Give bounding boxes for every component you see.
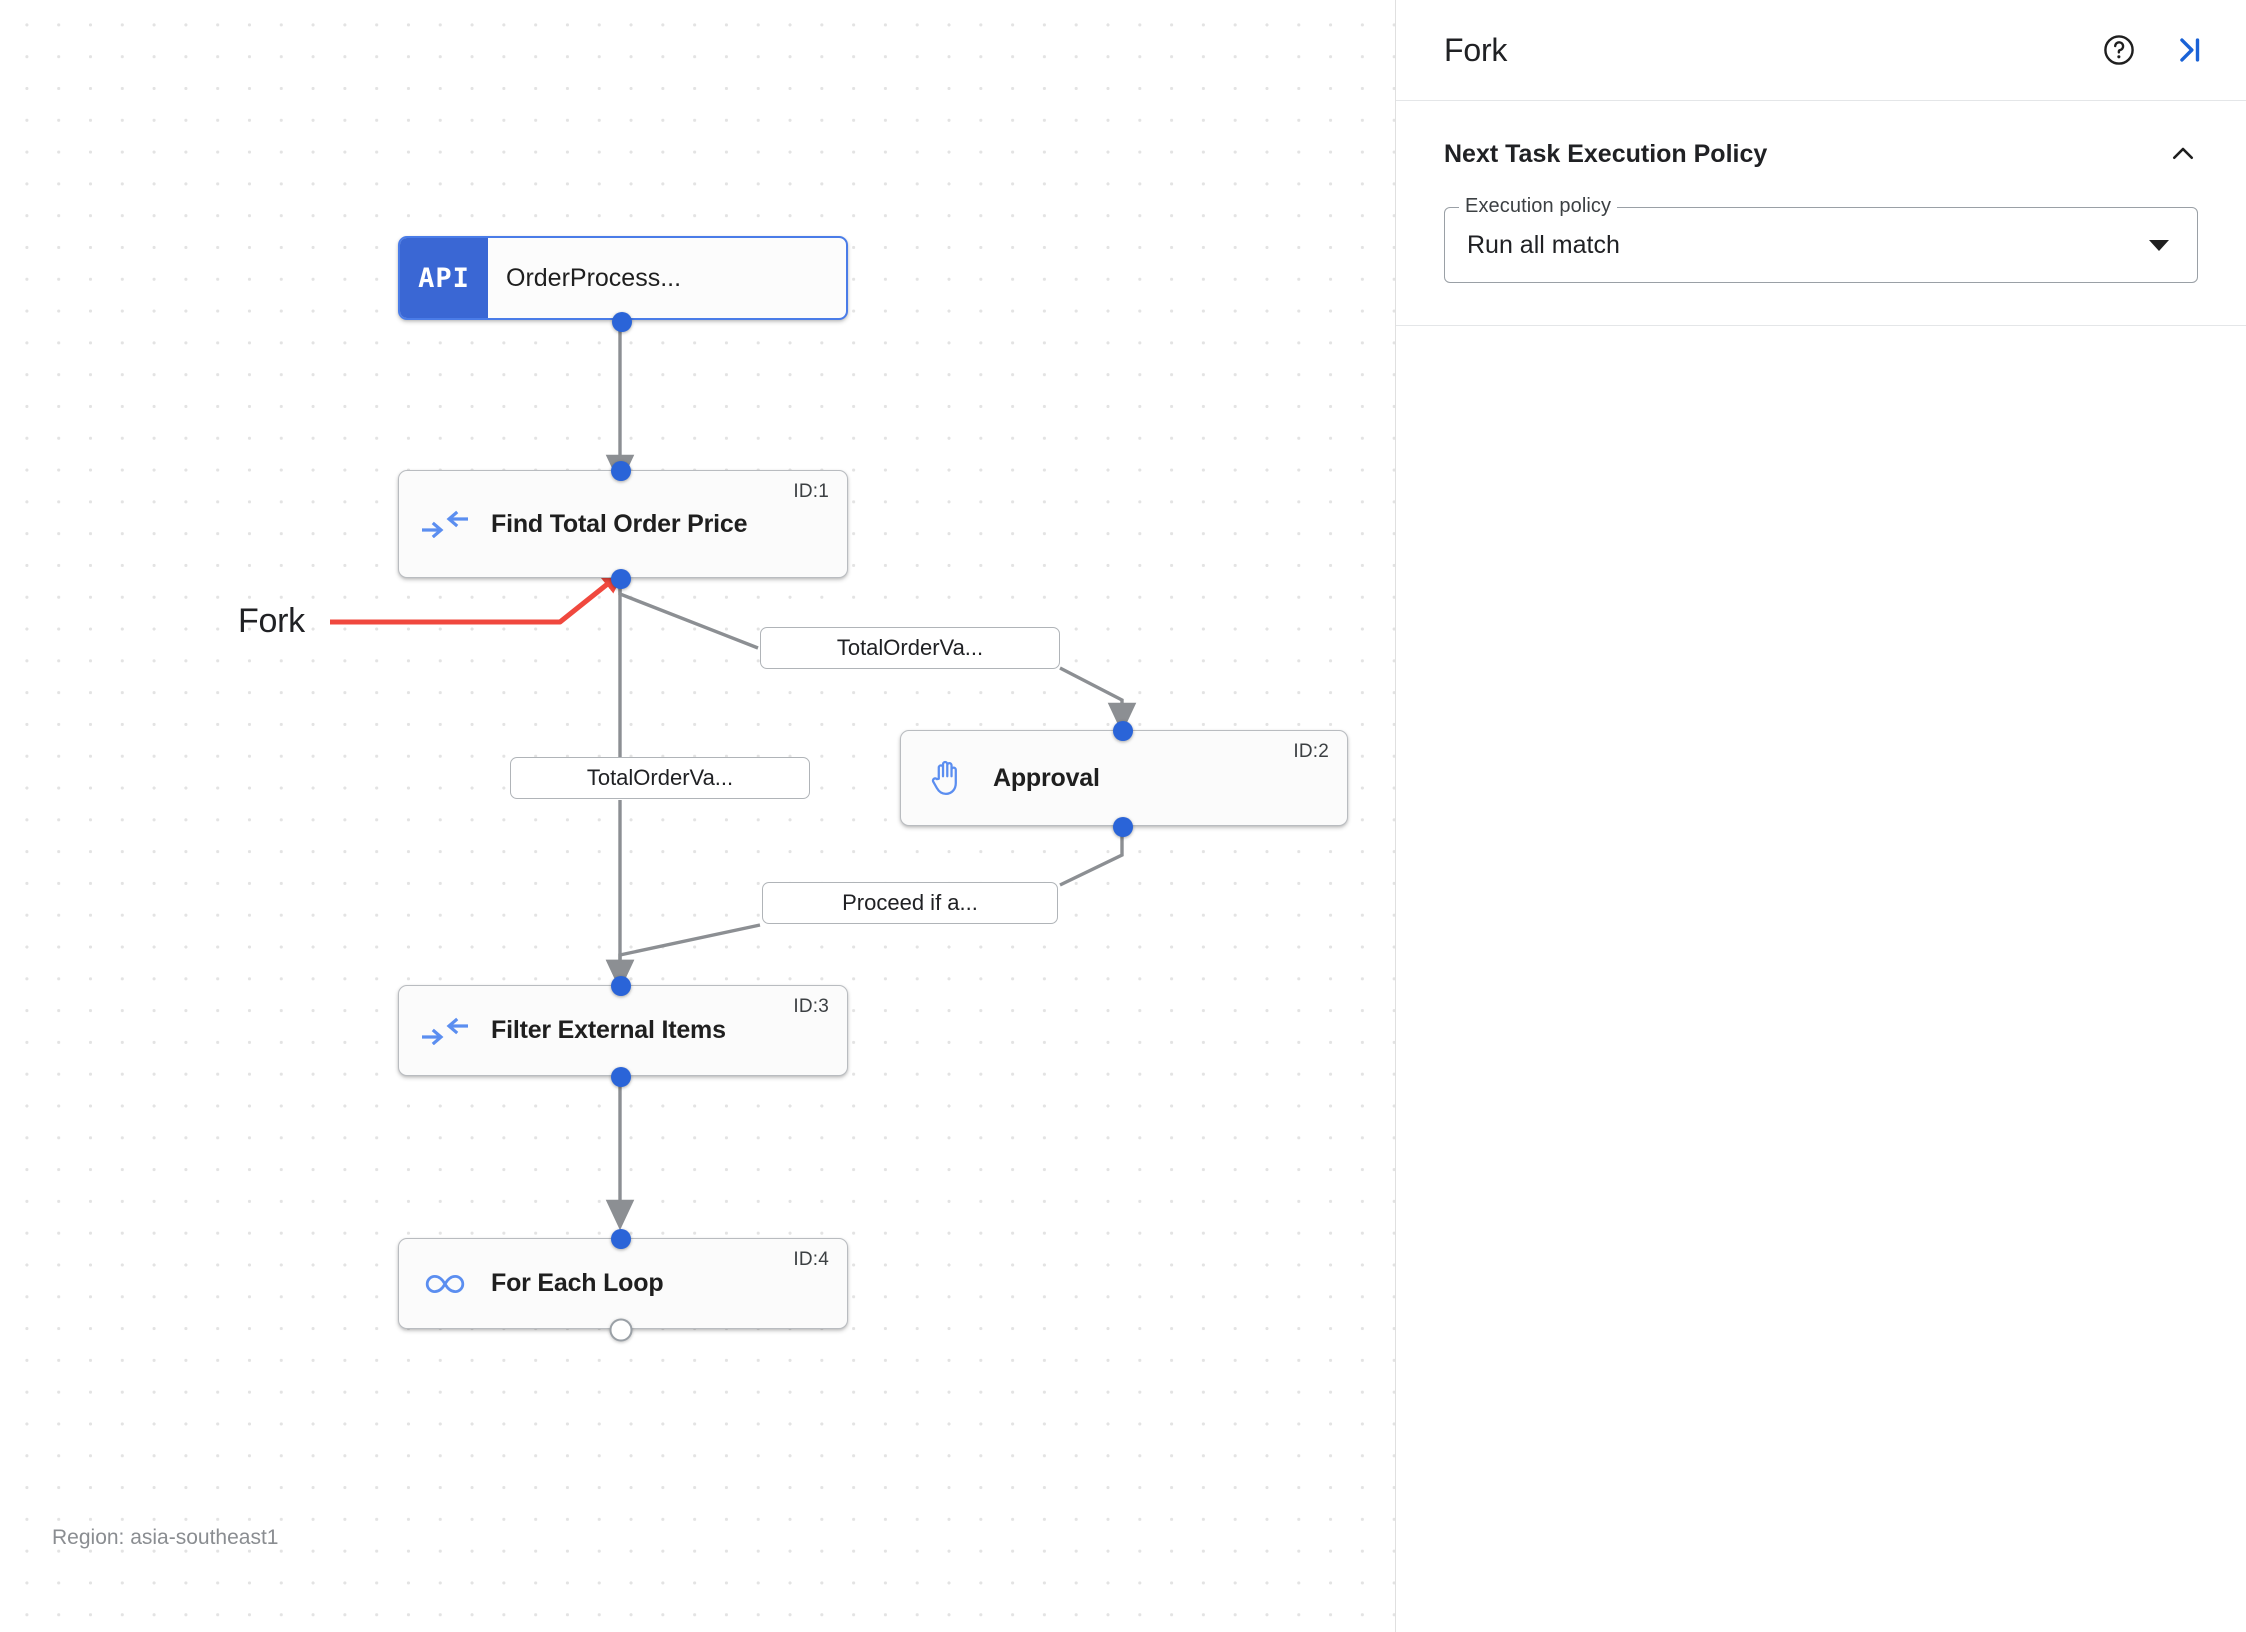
section-next-task-execution-policy: Next Task Execution Policy Execution pol… [1396,101,2246,326]
node-filter-external-items[interactable]: Filter External Items ID:3 [398,976,848,1087]
execution-policy-label: Execution policy [1459,195,1618,218]
edge-label-total-order-value-left[interactable]: TotalOrderVa... [510,757,810,799]
infinity-icon [399,1271,491,1297]
edge-label-proceed-if-approved[interactable]: Proceed if a... [762,882,1058,924]
node-title: OrderProcess... [506,263,682,292]
edge-label-total-order-value-right[interactable]: TotalOrderVa... [760,627,1060,669]
node-id-badge: ID:4 [793,1249,829,1270]
data-mapping-icon [399,1017,491,1045]
execution-policy-value: Run all match [1467,230,1620,259]
help-circle-icon[interactable] [2102,33,2136,67]
node-id-badge: ID:3 [793,996,829,1017]
node-approval[interactable]: Approval ID:2 [900,721,1348,837]
node-output-connector[interactable] [611,569,631,589]
node-title: Filter External Items [491,1016,726,1044]
node-output-connector[interactable] [611,1067,631,1087]
node-title: Approval [993,763,1100,792]
node-output-connector[interactable] [609,1318,633,1342]
node-title: Find Total Order Price [491,509,748,538]
node-input-connector[interactable] [611,1229,631,1249]
section-header[interactable]: Next Task Execution Policy [1444,139,2198,169]
workflow-canvas[interactable]: Fork API OrderProcess... Find Total Orde… [0,0,1396,1632]
node-input-connector[interactable] [1113,721,1133,741]
panel-title: Fork [1444,31,1508,68]
caret-down-icon[interactable] [2149,239,2169,251]
region-label: Region: asia-southeast1 [52,1526,279,1549]
collapse-right-icon[interactable] [2172,33,2206,67]
properties-panel: Fork Next Task Execution Policy [1396,0,2246,1632]
node-input-connector[interactable] [611,976,631,996]
node-order-process[interactable]: API OrderProcess... [398,236,848,332]
node-find-total-order-price[interactable]: Find Total Order Price ID:1 [398,461,848,589]
node-id-badge: ID:1 [793,481,829,502]
node-for-each-loop[interactable]: For Each Loop ID:4 [398,1229,848,1342]
data-mapping-icon [399,510,491,538]
hand-icon [901,759,993,797]
node-title: For Each Loop [491,1269,664,1297]
node-output-connector[interactable] [1113,817,1133,837]
api-icon: API [400,238,488,318]
chevron-up-icon[interactable] [2168,139,2198,169]
node-id-badge: ID:2 [1293,741,1329,762]
node-input-connector[interactable] [611,461,631,481]
node-output-connector[interactable] [612,312,632,332]
panel-header: Fork [1396,0,2246,101]
execution-policy-select[interactable]: Execution policy Run all match [1444,195,2198,283]
section-title: Next Task Execution Policy [1444,139,1768,168]
annotation-label: Fork [238,602,305,640]
